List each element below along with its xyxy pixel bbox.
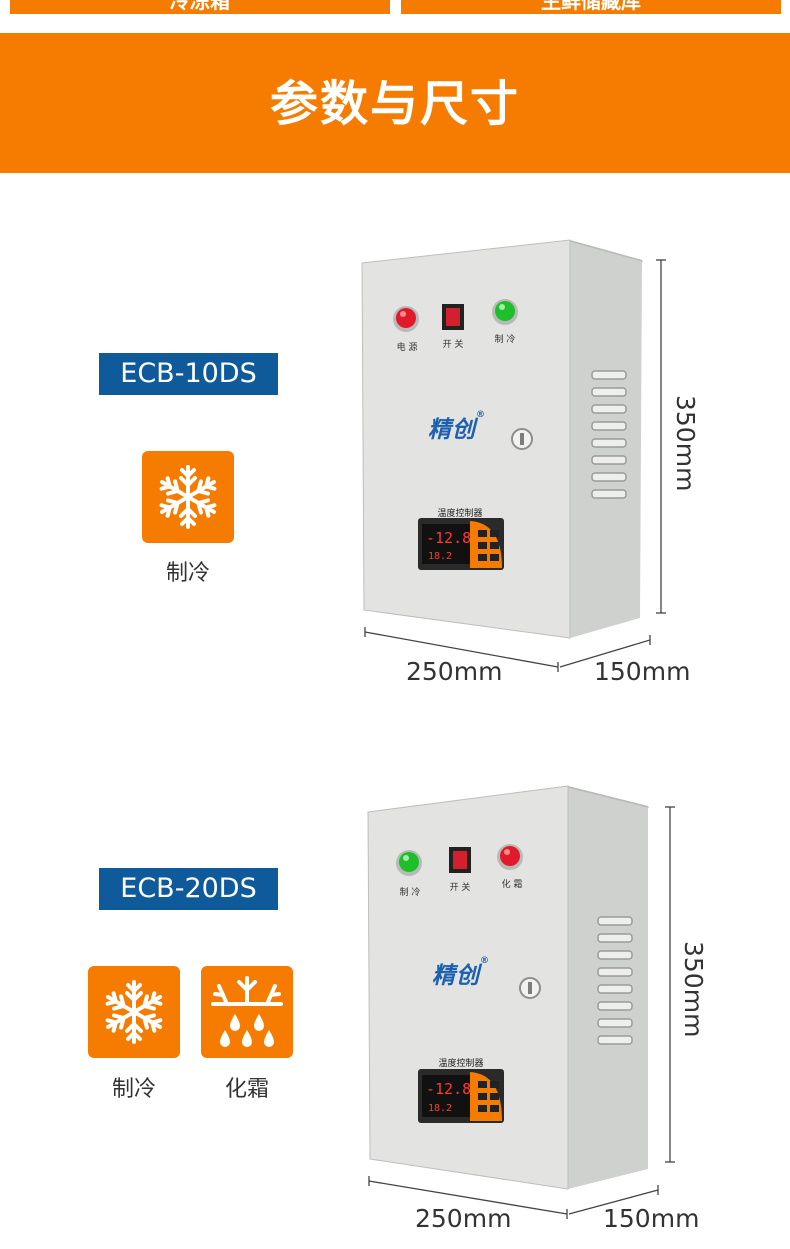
defrost-feature-icon <box>201 966 293 1058</box>
defrost-icon <box>211 976 283 1047</box>
section-title: 参数与尺寸 <box>269 76 520 132</box>
model-label-ecb-20ds: ECB-20DS <box>99 868 278 910</box>
tab-freezer-label: 冷冻箱 <box>170 0 230 13</box>
cooling-light-label: 制 冷 <box>399 888 421 898</box>
brand-logo: 精创® <box>428 410 486 443</box>
dimension-lines-2 <box>368 806 675 1219</box>
height-dimension-2: 350mm <box>679 941 708 1038</box>
snowflake-icon <box>156 465 220 529</box>
power-light-label: 电 源 <box>396 343 418 353</box>
svg-text:18.2: 18.2 <box>428 1103 452 1114</box>
switch-label: 开 关 <box>449 883 471 893</box>
tab-fresh-storage[interactable]: 生鲜储藏库 <box>401 0 781 14</box>
control-box-ecb-10ds: -12.8 18.2 电 源 开 关 制 冷 精创® 温度控制器 <box>360 238 650 648</box>
tab-fresh-storage-label: 生鲜储藏库 <box>541 0 641 13</box>
cooling-light-label: 制 冷 <box>494 335 516 345</box>
svg-text:-12.8: -12.8 <box>426 529 471 547</box>
feature-label-cooling: 制冷 <box>165 561 210 586</box>
depth-dimension-2: 150mm <box>603 1204 700 1233</box>
controller-title: 温度控制器 <box>437 509 483 519</box>
width-dimension-1: 250mm <box>406 657 503 686</box>
tab-freezer[interactable]: 冷冻箱 <box>10 0 390 14</box>
dimension-lines-1 <box>364 259 666 672</box>
brand-name: 精创 <box>432 963 480 989</box>
height-dimension-1: 350mm <box>671 395 700 492</box>
defrost-light-label: 化 霜 <box>501 880 523 890</box>
section-banner <box>0 33 790 173</box>
cooling-feature-icon <box>142 451 234 543</box>
brand-name: 精创 <box>428 417 476 443</box>
feature-label-defrost: 化霜 <box>224 1077 269 1102</box>
control-box-ecb-20ds: -12.8 18.2 制 冷 开 关 化 霜 精创® 温度控制器 <box>366 784 656 1194</box>
model-label-ecb-10ds: ECB-10DS <box>99 353 278 395</box>
feature-label-cooling: 制冷 <box>111 1077 156 1102</box>
depth-dimension-1: 150mm <box>594 657 691 686</box>
cooling-feature-icon <box>88 966 180 1058</box>
svg-text:18.2: 18.2 <box>428 551 452 562</box>
svg-text:-12.8: -12.8 <box>426 1080 471 1098</box>
top-tab-bar: 冷冻箱 生鲜储藏库 <box>0 0 790 14</box>
width-dimension-2: 250mm <box>415 1204 512 1233</box>
controller-title: 温度控制器 <box>438 1059 484 1069</box>
brand-logo: 精创® <box>432 956 490 989</box>
switch-label: 开 关 <box>442 340 464 350</box>
snowflake-icon <box>102 980 166 1044</box>
